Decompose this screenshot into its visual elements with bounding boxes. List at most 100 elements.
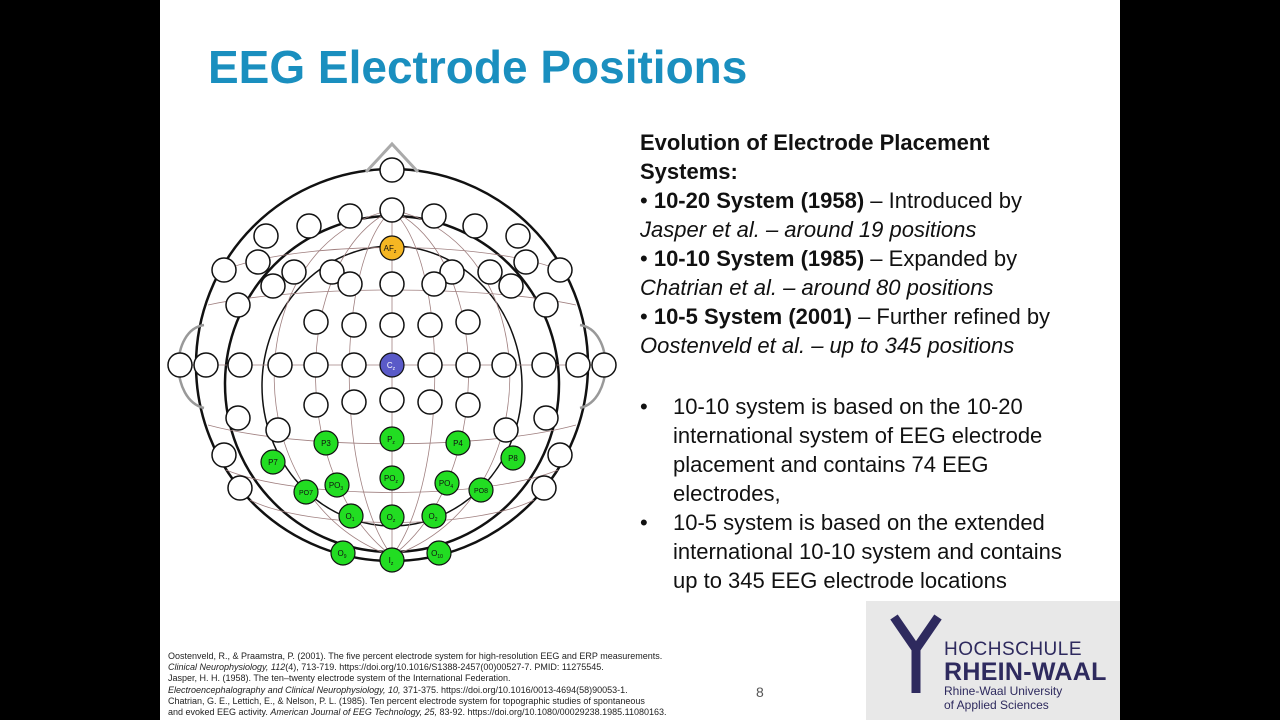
logo-text-english-1: Rhine-Waal University (944, 684, 1063, 698)
label-O9: O9 (337, 549, 346, 560)
electrode-unlabeled (505, 223, 531, 249)
label-Pz: Pz (387, 435, 395, 446)
grid-lines (180, 209, 604, 557)
electrode-unlabeled (296, 213, 322, 239)
slide: EEG Electrode Positions (160, 0, 1120, 720)
electrode-P8 (500, 445, 526, 471)
electrode-Cz (379, 352, 405, 378)
bullet-item-105: • 10-5 system is based on the extended i… (640, 510, 1062, 593)
label-O2: O2 (428, 512, 437, 523)
electrode-PO3 (324, 472, 350, 498)
electrode-unlabeled (193, 352, 219, 378)
electrode-PO7 (293, 479, 319, 505)
electrode-POz (379, 465, 405, 491)
label-O10: O10 (431, 549, 443, 560)
reference-line: Clinical Neurophysiology, 112(4), 713-71… (168, 662, 604, 673)
electrode-unlabeled (319, 259, 345, 285)
electrode-unlabeled (281, 259, 307, 285)
label-PO7: PO7 (299, 490, 313, 497)
label-AFz: AFz (384, 244, 397, 255)
electrode-unlabeled (417, 312, 443, 338)
electrode-unlabeled (341, 389, 367, 415)
electrode-unlabeled (253, 223, 279, 249)
electrode-unlabeled (211, 442, 237, 468)
electrode-Oz (379, 504, 405, 530)
electrode-unlabeled (421, 271, 447, 297)
electrode-O9 (330, 540, 356, 566)
page-number: 8 (756, 684, 764, 700)
label-Oz: Oz (387, 513, 396, 524)
electrode-unlabeled (225, 405, 251, 431)
electrode-unlabeled (455, 309, 481, 335)
label-PO4: PO4 (439, 479, 454, 490)
label-O1: O1 (345, 512, 354, 523)
logo-text-english-2: of Applied Sciences (944, 698, 1049, 712)
label-P7: P7 (268, 458, 278, 467)
reference-line: Chatrian, G. E., Lettich, E., & Nelson, … (168, 695, 645, 706)
nose-shape (364, 141, 420, 174)
electrode-unlabeled (547, 257, 573, 283)
electrode-unlabeled (379, 312, 405, 338)
electrode-unlabeled (225, 292, 251, 318)
electrode-unlabeled (245, 249, 271, 275)
electrode-unlabeled (341, 352, 367, 378)
electrode-unlabeled (547, 442, 573, 468)
electrode-Iz (379, 547, 405, 573)
label-Iz: Iz (389, 556, 394, 567)
electrode-unlabeled (167, 352, 193, 378)
electrode-unlabeled (462, 213, 488, 239)
electrode-diagram: AFz Cz Pz P3 P4 P7 P8 POz PO3 PO4 PO7 PO… (167, 141, 617, 573)
university-logo: HOCHSCHULE RHEIN-WAAL Rhine-Waal Univers… (866, 601, 1120, 720)
electrode-unlabeled (265, 417, 291, 443)
label-P4: P4 (453, 439, 463, 448)
electrode-unlabeled (439, 259, 465, 285)
electrode-unlabeled (421, 203, 447, 229)
slide-title: EEG Electrode Positions (208, 41, 748, 93)
electrode-O1 (338, 503, 364, 529)
reference-line: and evoked EEG activity. American Journa… (168, 707, 667, 718)
electrode-P7 (260, 449, 286, 475)
electrode-unlabeled (379, 197, 405, 223)
bullet-item-1010: • 10-10 system is based on the 10-20 int… (640, 394, 1043, 506)
electrode-unlabeled (533, 292, 559, 318)
electrode-unlabeled (303, 392, 329, 418)
electrode-O2 (421, 503, 447, 529)
reference-line: Oostenveld, R., & Praamstra, P. (2001). … (168, 651, 663, 661)
highlighted-electrodes (260, 235, 526, 573)
electrode-unlabeled (267, 352, 293, 378)
electrode-unlabeled (379, 157, 405, 183)
label-Cz: Cz (387, 361, 396, 372)
electrode-P3 (313, 430, 339, 456)
electrode-unlabeled (211, 257, 237, 283)
label-P3: P3 (321, 439, 331, 448)
electrode-unlabeled (303, 352, 329, 378)
electrode-unlabeled (491, 352, 517, 378)
electrode-unlabeled (379, 387, 405, 413)
electrode-unlabeled (417, 352, 443, 378)
electrode-unlabeled (379, 271, 405, 297)
bullet-list: • 10-10 system is based on the 10-20 int… (640, 392, 1110, 595)
electrode-unlabeled (337, 203, 363, 229)
bullet-dot: • (640, 394, 648, 419)
electrode-unlabeled (591, 352, 617, 378)
electrode-Pz (379, 426, 405, 452)
electrode-unlabeled (337, 271, 363, 297)
electrode-unlabeled (531, 352, 557, 378)
electrode-O10 (426, 540, 452, 566)
logo-text-hochschule: HOCHSCHULE (944, 639, 1083, 660)
electrode-unlabeled (455, 392, 481, 418)
electrode-unlabeled (227, 352, 253, 378)
electrode-labels: AFz Cz Pz P3 P4 P7 P8 POz PO3 PO4 PO7 PO… (268, 244, 518, 567)
label-PO3: PO3 (329, 481, 344, 492)
logo-y-icon (890, 614, 942, 693)
bullet-dot: • (640, 510, 648, 535)
electrode-unlabeled (417, 389, 443, 415)
electrode-unlabeled (531, 475, 557, 501)
electrode-PO4 (434, 470, 460, 496)
label-PO8: PO8 (474, 488, 488, 495)
evolution-item-105: • 10-5 System (2001) – Further refined b… (640, 304, 1051, 358)
logo-text-rhein-waal: RHEIN-WAAL (944, 658, 1107, 686)
electrode-unlabeled (493, 417, 519, 443)
white-electrodes (167, 157, 617, 501)
